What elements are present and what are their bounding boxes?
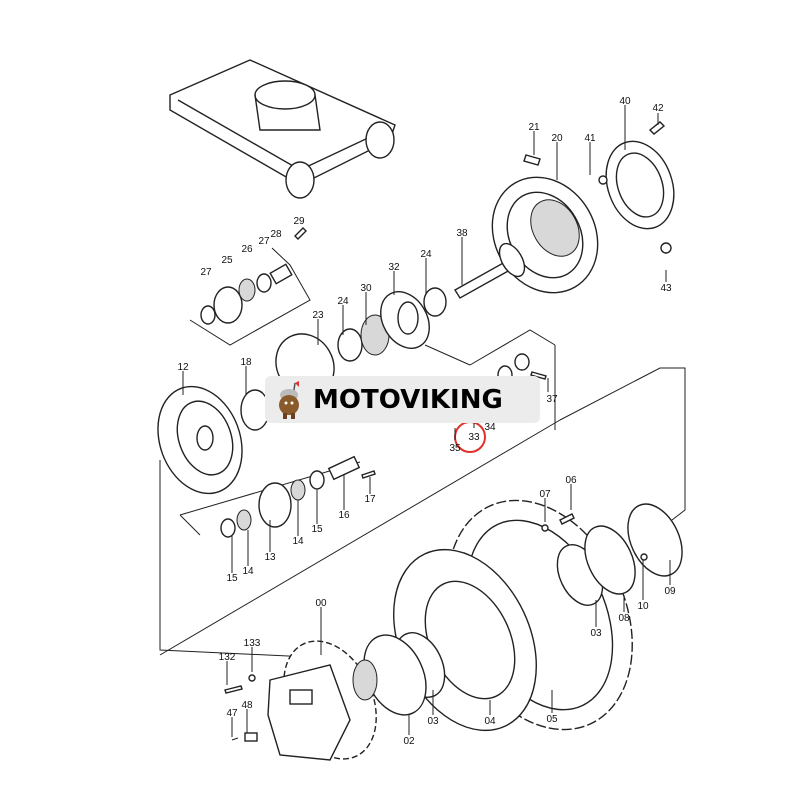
washer-133 — [248, 674, 256, 682]
travel-motor-00 — [267, 640, 378, 761]
ring-gear-drum — [491, 176, 599, 294]
part-label: 05 — [546, 714, 558, 725]
part-label: 06 — [565, 475, 577, 486]
leader-lines — [182, 105, 671, 737]
part-label: 10 — [637, 601, 649, 612]
washer-41 — [598, 175, 608, 185]
part-label: 40 — [619, 96, 631, 107]
bolt-21 — [523, 154, 541, 166]
part-label: 41 — [584, 133, 596, 144]
part-label: 08 — [618, 613, 630, 624]
part-label: 42 — [652, 103, 664, 114]
plate-48 — [244, 732, 258, 742]
part-label: 32 — [388, 262, 400, 273]
part-label: 04 — [484, 716, 496, 727]
lower-planetary-set — [159, 345, 556, 659]
cover-plate — [605, 140, 675, 230]
part-label: 37 — [546, 394, 558, 405]
part-label: 00 — [315, 598, 327, 609]
bolt-06 — [559, 513, 575, 525]
pin-10 — [640, 553, 648, 561]
part-label: 13 — [264, 552, 276, 563]
part-label: 16 — [338, 510, 350, 521]
carrier-12 — [157, 385, 270, 495]
part-label: 25 — [221, 255, 233, 266]
bolt-132 — [224, 685, 243, 694]
brand-name: MOTOVIKING — [313, 384, 503, 415]
part-label: 17 — [364, 494, 376, 505]
part-label: 38 — [456, 228, 468, 239]
screw-47 — [231, 737, 239, 741]
assembly-bracket-line — [159, 367, 686, 656]
part-label: 48 — [241, 700, 253, 711]
part-label: 47 — [226, 708, 238, 719]
part-label: 27 — [258, 236, 270, 247]
ring-08 — [584, 525, 636, 595]
part-label: 133 — [244, 638, 261, 649]
part-label: 33 — [468, 432, 480, 443]
part-label: 23 — [312, 310, 324, 321]
plug-43 — [660, 242, 672, 254]
part-label: 03 — [427, 716, 439, 727]
part-label: 18 — [240, 357, 252, 368]
part-label: 07 — [539, 489, 551, 500]
part-label: 20 — [551, 133, 563, 144]
part-label: 03 — [590, 628, 602, 639]
part-label: 15 — [311, 524, 323, 535]
part-label: 27 — [200, 267, 212, 278]
part-label: 28 — [270, 229, 282, 240]
track-frame-illustration — [169, 59, 396, 199]
shaft-38 — [454, 261, 511, 299]
part-label: 09 — [664, 586, 676, 597]
part-label: 29 — [293, 216, 305, 227]
pin-07 — [541, 524, 549, 532]
part-label: 15 — [226, 573, 238, 584]
part-label: 132 — [219, 652, 236, 663]
watermark-banner: MOTOVIKING — [265, 376, 540, 423]
part-label: 24 — [420, 249, 432, 260]
part-label: 14 — [292, 536, 304, 547]
bolt-42 — [648, 121, 666, 135]
part-label: 24 — [337, 296, 349, 307]
part-label: 14 — [242, 566, 254, 577]
part-label: 12 — [177, 362, 189, 373]
part-label: 35 — [449, 443, 461, 454]
part-label: 02 — [403, 736, 415, 747]
part-label: 30 — [360, 283, 372, 294]
part-label: 34 — [484, 422, 496, 433]
part-label: 21 — [528, 122, 540, 133]
shaft-flange — [498, 242, 526, 278]
viking-mascot-icon — [279, 380, 299, 419]
part-label: 43 — [660, 283, 672, 294]
part-label: 26 — [241, 244, 253, 255]
